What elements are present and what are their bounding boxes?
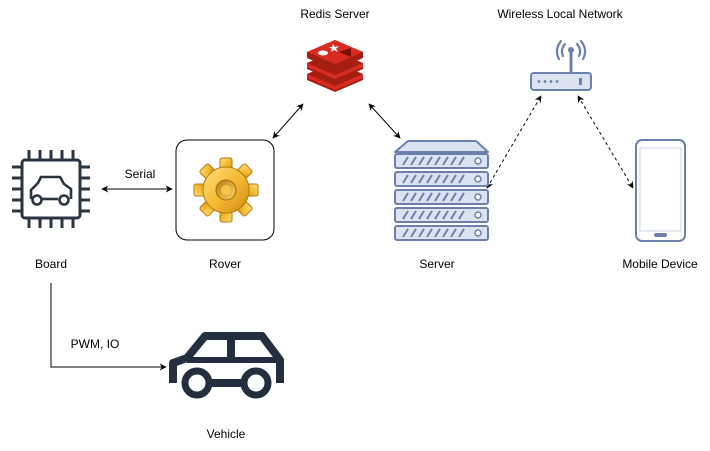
car-icon xyxy=(169,332,284,399)
server-node[interactable]: Server xyxy=(394,140,489,271)
redis-logo-icon xyxy=(307,40,363,92)
chip-car-icon xyxy=(12,150,90,228)
edge-server-wifi xyxy=(486,95,542,189)
rover-node[interactable]: Rover xyxy=(175,139,275,271)
edge-rover-redis xyxy=(272,103,304,139)
edge-board-rover: Serial xyxy=(101,167,173,193)
mobile-node[interactable]: Mobile Device xyxy=(622,139,698,271)
wifi-node[interactable]: Wireless Local Network xyxy=(497,7,624,91)
edge-label-serial: Serial xyxy=(125,167,156,181)
edge-label-pwm-io: PWM, IO xyxy=(71,337,120,351)
server-rack-unit xyxy=(394,225,489,241)
wifi-router-icon xyxy=(530,39,592,91)
server-label: Server xyxy=(419,257,454,271)
mobile-label: Mobile Device xyxy=(622,257,698,271)
edge-wifi-mobile xyxy=(577,95,634,189)
vehicle-label: Vehicle xyxy=(207,427,246,441)
gear-icon xyxy=(193,157,259,223)
rover-label: Rover xyxy=(209,257,241,271)
edge-redis-server xyxy=(368,103,401,139)
smartphone-icon xyxy=(635,139,686,242)
redis-node[interactable]: Redis Server xyxy=(300,7,370,92)
redis-label: Redis Server xyxy=(300,7,369,21)
wifi-label: Wireless Local Network xyxy=(497,7,623,21)
vehicle-node[interactable]: Vehicle xyxy=(169,332,284,441)
edge-board-vehicle: PWM, IO xyxy=(50,283,167,371)
server-rack-unit xyxy=(394,153,489,169)
server-rack-icon xyxy=(394,140,489,241)
server-rack-unit xyxy=(394,189,489,205)
server-rack-unit xyxy=(394,171,489,187)
board-node[interactable]: Board xyxy=(12,150,90,271)
server-rack-unit xyxy=(394,207,489,223)
board-label: Board xyxy=(35,257,67,271)
